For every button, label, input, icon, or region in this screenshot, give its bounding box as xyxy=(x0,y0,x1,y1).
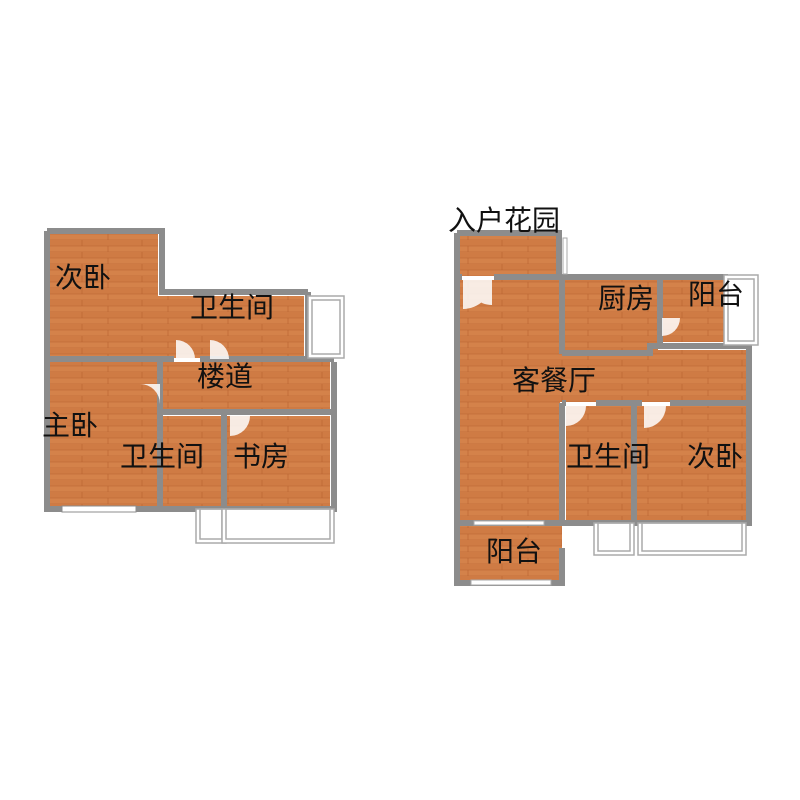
room-floor-u-study xyxy=(226,416,330,506)
room-floor-l-kitchen xyxy=(564,280,658,350)
room-floor-u-stairs xyxy=(162,362,330,412)
label-l-bath: 卫生间 xyxy=(566,440,651,473)
label-u-master: 主卧 xyxy=(42,409,99,442)
label-l-balcony1: 阳台 xyxy=(688,278,745,311)
upper-floor xyxy=(44,228,345,544)
upper-door-arcs xyxy=(140,340,250,436)
label-u-bath1: 卫生间 xyxy=(190,291,275,324)
label-l-garden: 入户花园 xyxy=(448,204,561,237)
room-floor-u-bedroom2 xyxy=(50,234,158,358)
window-u-master xyxy=(61,505,137,513)
room-floor-l-garden xyxy=(460,236,556,276)
room-floor-u-master xyxy=(50,362,160,506)
lower-floor xyxy=(454,230,759,586)
room-floor-l-bath xyxy=(566,406,632,520)
lower-balconies xyxy=(593,274,759,556)
lower-door-arcs xyxy=(463,280,680,428)
lower-windows xyxy=(470,237,568,586)
room-floor-l-living xyxy=(560,350,746,402)
label-l-balcony2: 阳台 xyxy=(486,535,543,568)
upper-balconies xyxy=(195,295,345,544)
label-l-living: 客餐厅 xyxy=(512,364,597,397)
room-floor-l-living-left xyxy=(460,280,560,520)
label-u-bath2: 卫生间 xyxy=(120,440,205,473)
label-l-kitchen: 厨房 xyxy=(598,282,655,315)
label-l-bedroom: 次卧 xyxy=(687,440,744,473)
label-u-bedroom2: 次卧 xyxy=(55,261,112,294)
label-u-stairs: 楼道 xyxy=(197,360,254,393)
room-floor-l-balcony2 xyxy=(460,524,562,580)
room-floor-u-bath2 xyxy=(162,416,222,506)
label-u-study: 书房 xyxy=(233,440,290,473)
